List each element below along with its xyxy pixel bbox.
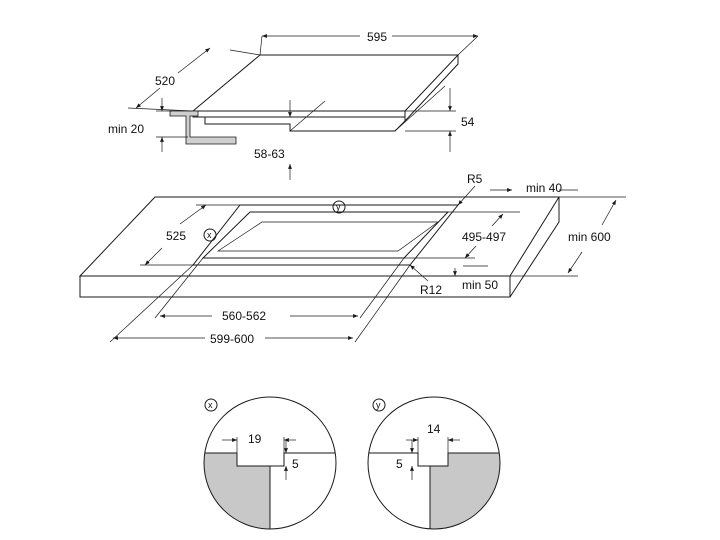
detail-y-marker-label: y bbox=[376, 400, 381, 410]
dim-525-top bbox=[179, 204, 207, 225]
detail-x-marker bbox=[204, 398, 218, 412]
ext-520-bottom bbox=[127, 107, 194, 112]
label-min20: min 20 bbox=[108, 122, 144, 136]
ext-520-top bbox=[229, 49, 261, 56]
dim-495-top bbox=[491, 213, 504, 227]
dim-min600-bottom bbox=[567, 251, 583, 274]
marker-y-label: y bbox=[336, 202, 341, 212]
hob-body-edge bbox=[289, 100, 326, 132]
label-525: 525 bbox=[166, 229, 186, 243]
cutout-bottom bbox=[216, 221, 440, 252]
detail-x: x 19 5 bbox=[203, 396, 337, 530]
hob-body bbox=[204, 117, 406, 132]
hob-body-edge-right bbox=[394, 85, 446, 132]
ext-599-left bbox=[109, 264, 194, 343]
detail-x-label-5: 5 bbox=[292, 457, 299, 471]
marker-y bbox=[332, 200, 346, 214]
leader-r12 bbox=[409, 264, 429, 282]
worktop-front-face bbox=[79, 276, 511, 298]
detail-x-profile bbox=[237, 452, 336, 467]
label-58-63: 58-63 bbox=[254, 147, 285, 161]
leader-r5 bbox=[457, 185, 476, 206]
detail-y-profile bbox=[368, 452, 448, 467]
worktop-drawing: y x R5 min 40 min 600 525 495-497 R12 bbox=[78, 172, 626, 346]
worktop-side-face bbox=[509, 197, 560, 298]
label-min600: min 600 bbox=[568, 230, 611, 244]
label-54: 54 bbox=[461, 115, 475, 129]
marker-x bbox=[203, 228, 217, 242]
ext-599-right bbox=[354, 264, 411, 343]
marker-x-label: x bbox=[207, 230, 212, 240]
dim-525-bottom bbox=[144, 247, 163, 266]
label-min50: min 50 bbox=[462, 278, 498, 292]
label-560-562: 560-562 bbox=[222, 309, 266, 323]
detail-x-label-19: 19 bbox=[248, 432, 262, 446]
mounting-bracket bbox=[169, 110, 237, 145]
detail-y-label-14: 14 bbox=[427, 422, 441, 436]
label-r5: R5 bbox=[467, 172, 483, 186]
cutout-outer bbox=[191, 204, 460, 266]
ext-595-right bbox=[457, 35, 479, 56]
label-r12: R12 bbox=[420, 283, 442, 297]
hob-front-edge bbox=[192, 111, 405, 118]
dim-495-bottom bbox=[464, 245, 477, 259]
dim-min600-top bbox=[601, 199, 617, 226]
detail-y-label-5: 5 bbox=[396, 457, 403, 471]
hob-side bbox=[404, 55, 459, 123]
detail-x-marker-label: x bbox=[208, 400, 213, 410]
detail-y-marker bbox=[372, 398, 386, 412]
hob-top-surface bbox=[191, 54, 460, 112]
detail-y: y 14 5 bbox=[367, 396, 501, 530]
label-520: 520 bbox=[155, 74, 175, 88]
ext-560-right bbox=[359, 257, 405, 319]
ext-595-left bbox=[259, 35, 263, 56]
label-599-600: 599-600 bbox=[210, 332, 254, 346]
label-495-497: 495-497 bbox=[462, 230, 506, 244]
label-595: 595 bbox=[367, 30, 387, 44]
detail-x-circle bbox=[203, 396, 337, 530]
label-min40: min 40 bbox=[526, 181, 562, 195]
ext-560-left bbox=[154, 257, 204, 319]
dim-520-upper bbox=[177, 47, 211, 74]
hob-drawing: 595 520 min 20 54 58-63 bbox=[108, 30, 479, 180]
dim-520-lower bbox=[135, 87, 161, 109]
detail-y-circle bbox=[367, 396, 501, 530]
